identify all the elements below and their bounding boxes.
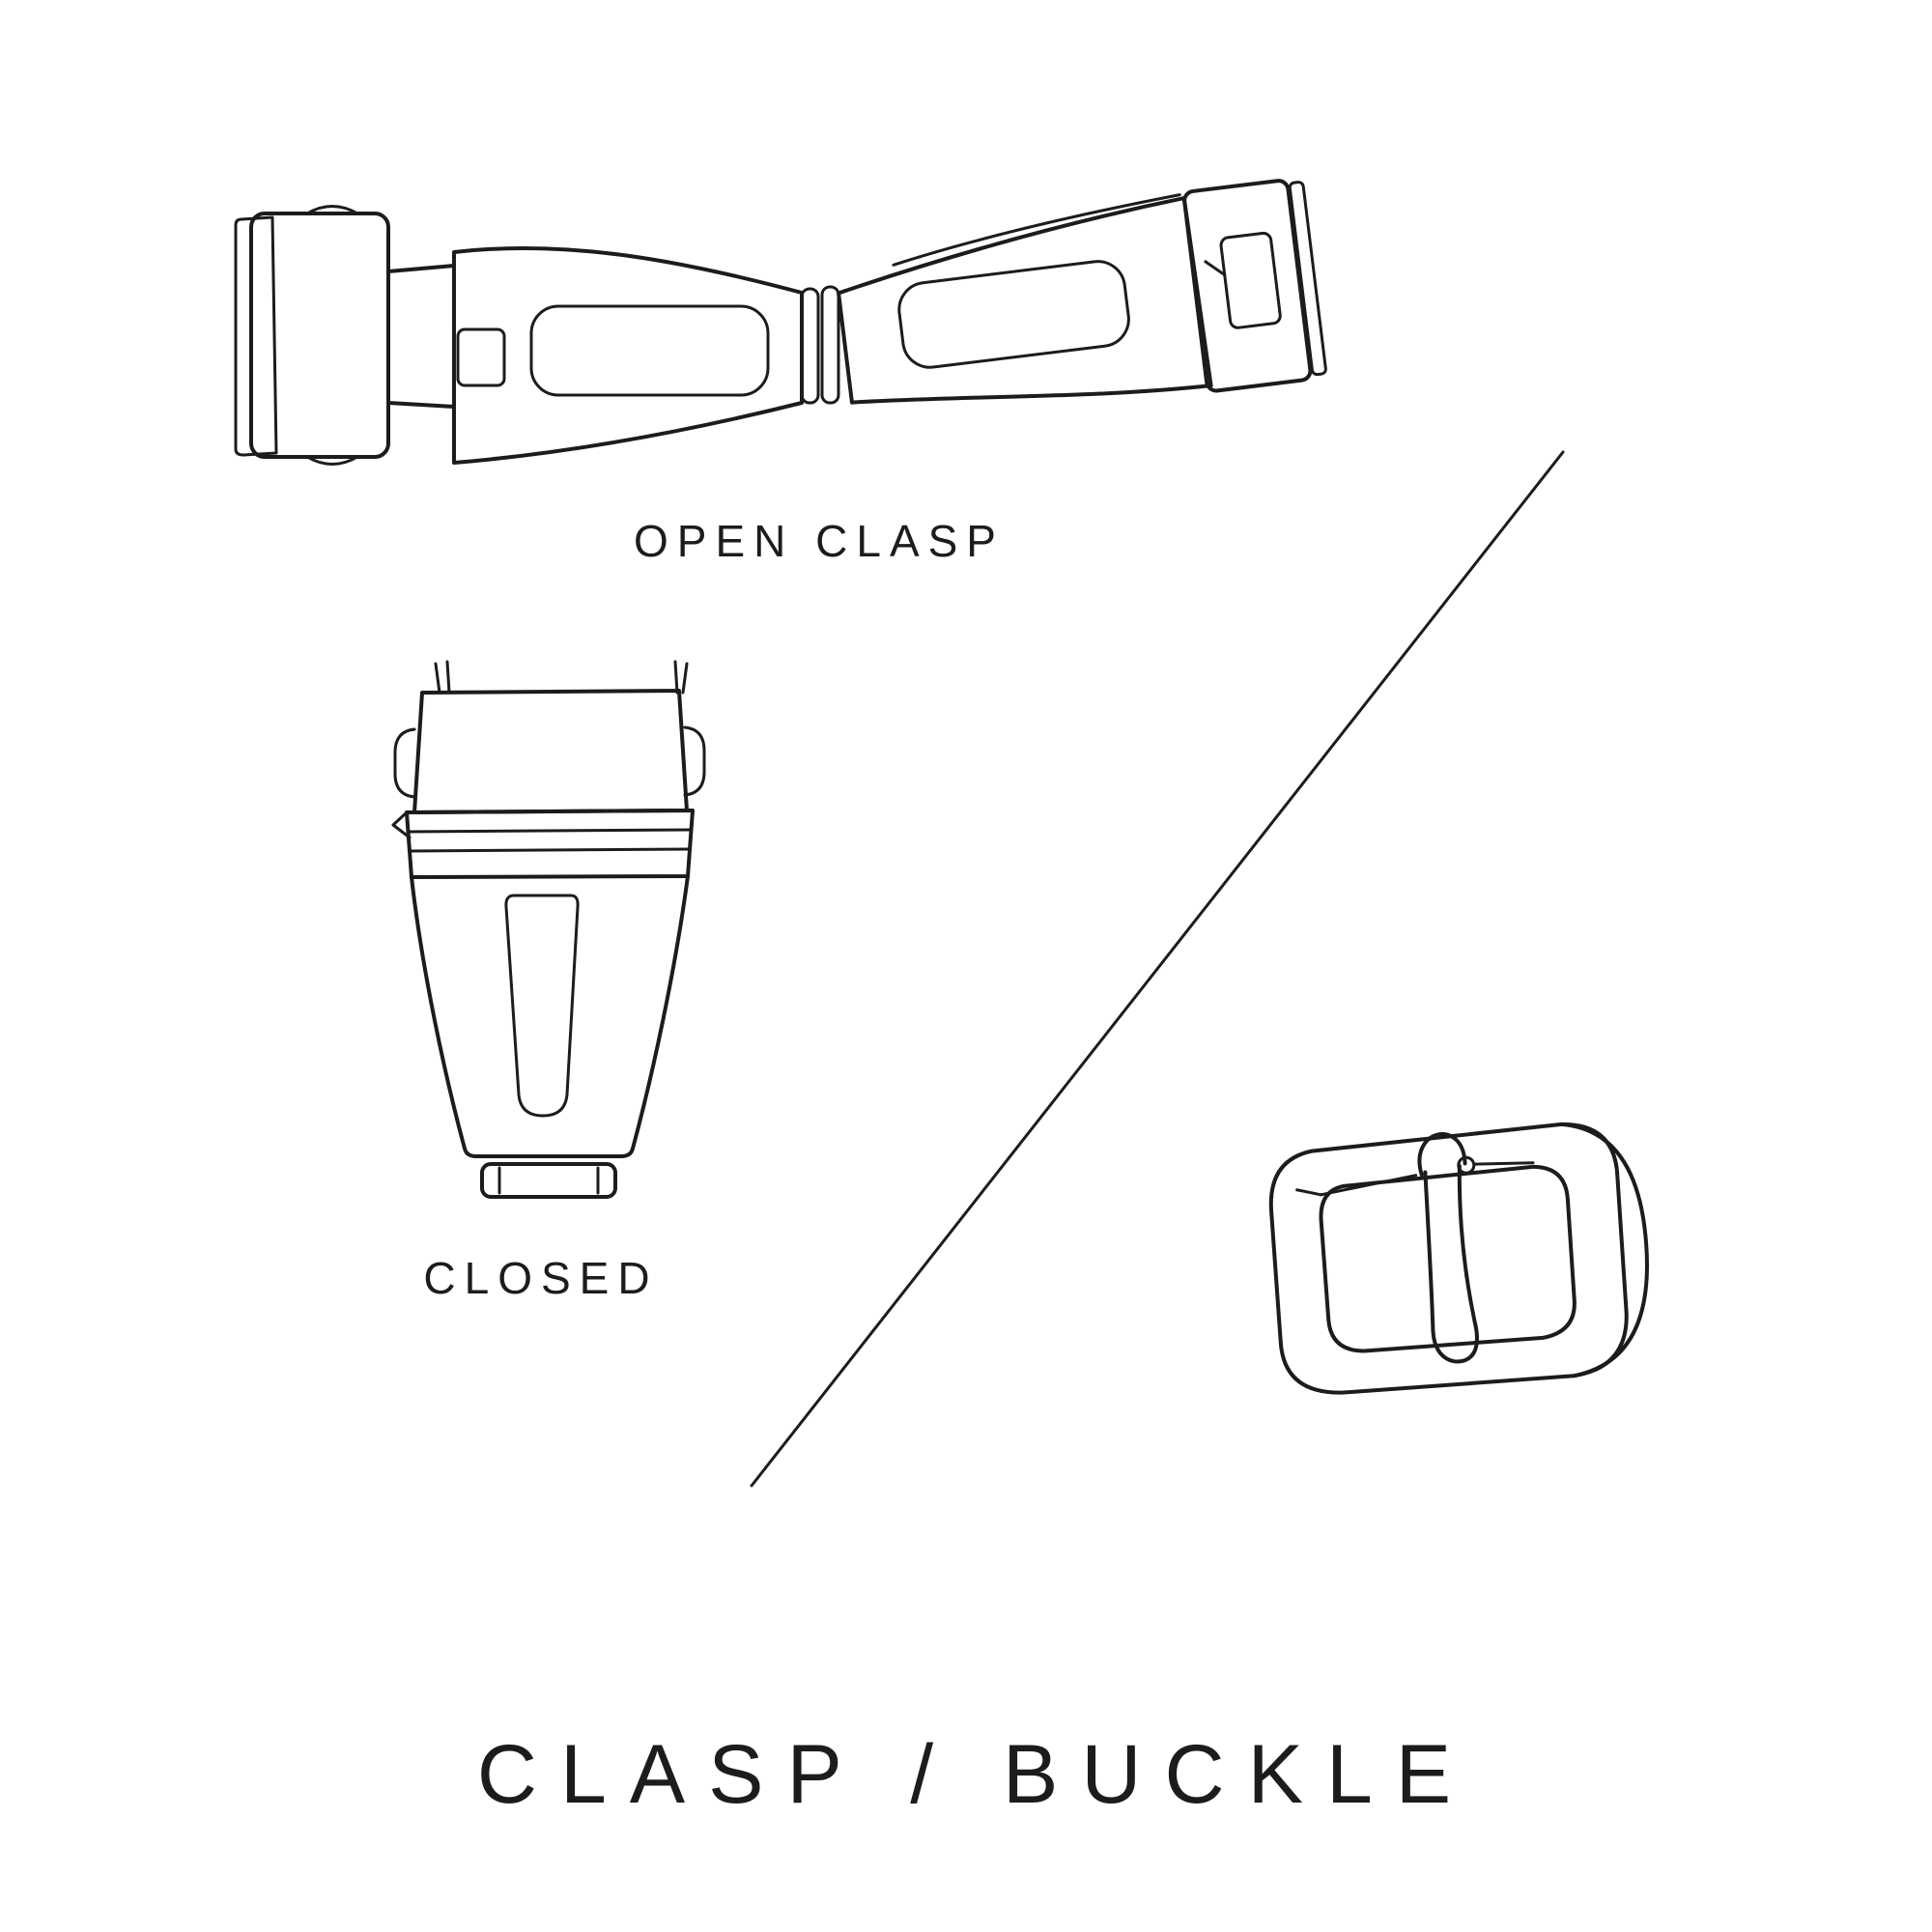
- buckle-illustration: [1268, 1122, 1649, 1395]
- diagram-title: CLASP / BUCKLE: [476, 1728, 1475, 1821]
- divider-line: [750, 450, 1565, 1488]
- closed-clasp-label: CLOSED: [423, 1253, 659, 1303]
- closed-clasp-illustration: [391, 660, 706, 1199]
- open-clasp-illustration: [234, 179, 1327, 466]
- open-clasp-label: OPEN CLASP: [634, 516, 1005, 566]
